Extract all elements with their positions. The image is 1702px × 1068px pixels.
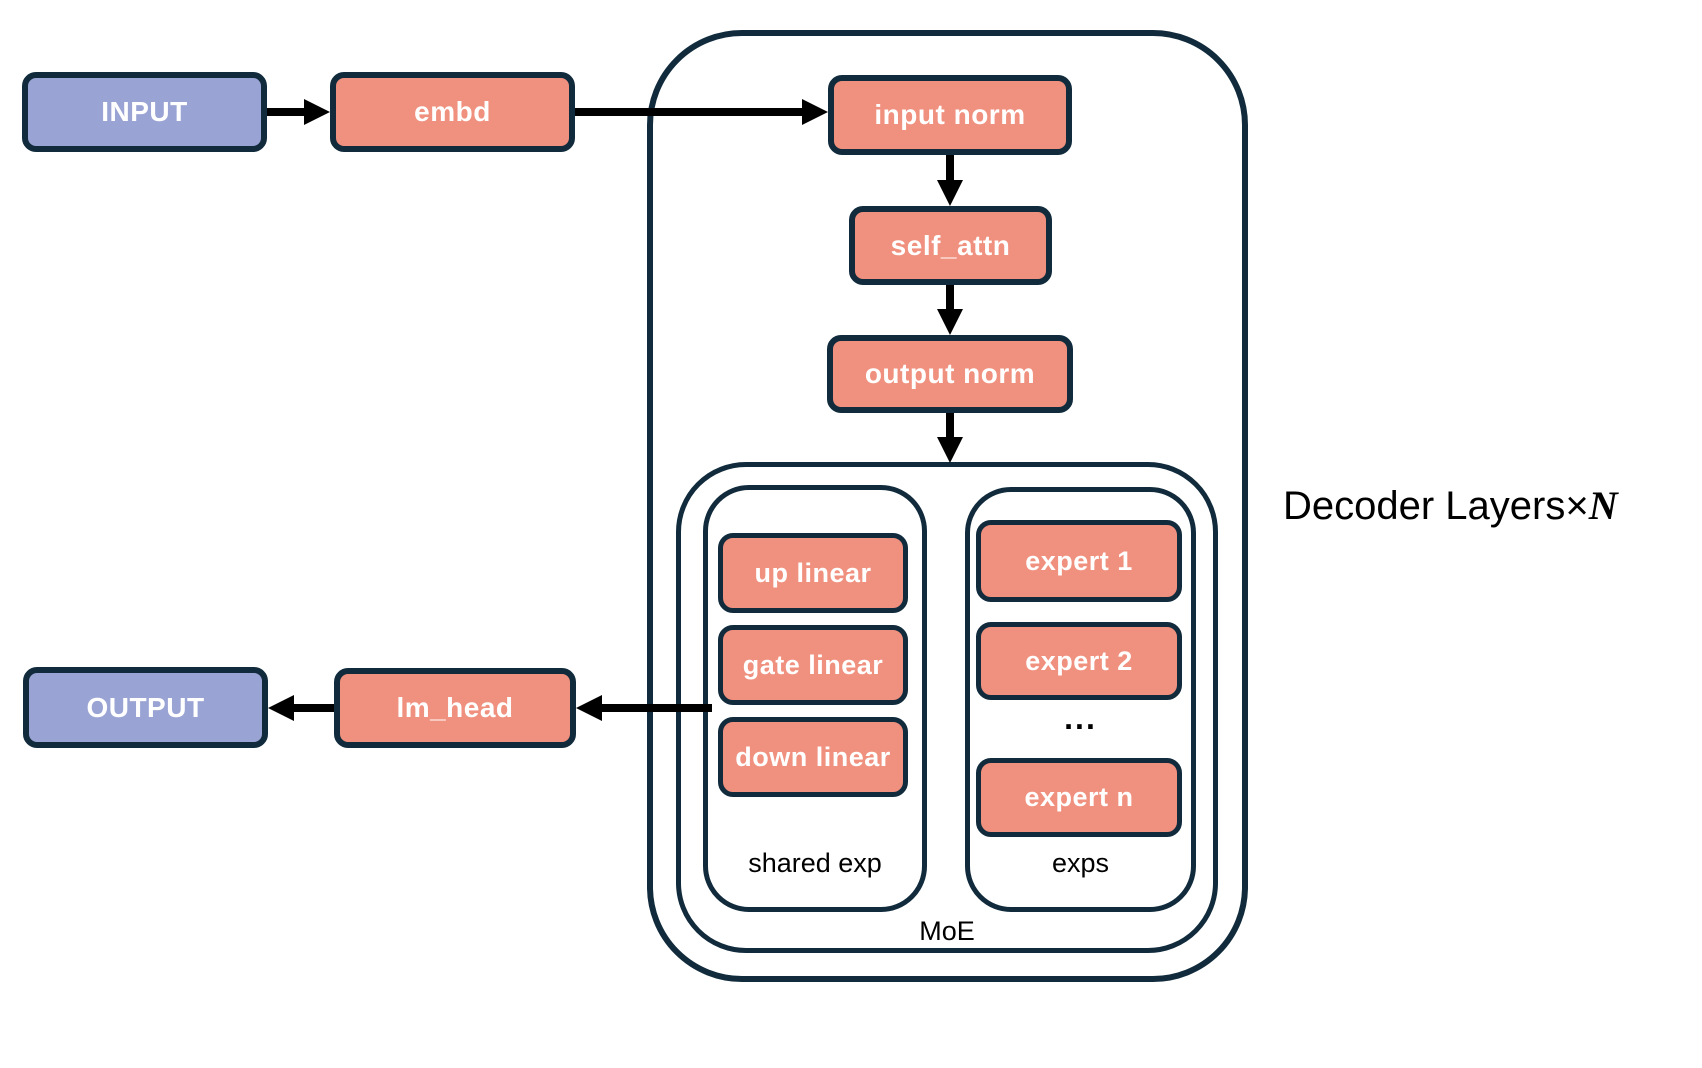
expert-2-node: expert 2: [976, 622, 1182, 700]
embd-node: embd: [330, 72, 575, 152]
shared-exp-label: shared exp: [748, 848, 882, 878]
expert-n-node: expert n: [976, 758, 1182, 837]
expert-n-node-label: expert n: [1024, 782, 1134, 812]
decoder-layers-times: ×: [1565, 484, 1589, 528]
output-norm-node: output norm: [827, 335, 1073, 413]
input-norm-node: input norm: [828, 75, 1072, 155]
expert-1-node: expert 1: [976, 520, 1182, 602]
expert-2-node-label: expert 2: [1025, 645, 1133, 676]
experts-ellipsis: ...: [1064, 700, 1097, 736]
decoder-layers-label-text: Decoder Layers: [1283, 484, 1566, 528]
arrow-lm-head-to-output: [268, 695, 334, 721]
lm-head-node: lm_head: [334, 668, 576, 748]
arrow-input-to-embd: [267, 99, 330, 125]
output-node: OUTPUT: [23, 667, 268, 748]
lm-head-node-label: lm_head: [396, 692, 514, 723]
self-attn-node: self_attn: [849, 206, 1052, 285]
decoder-layers-n: N: [1588, 483, 1618, 528]
up-linear-node: up linear: [718, 533, 908, 613]
down-linear-node: down linear: [718, 717, 908, 797]
embd-node-label: embd: [414, 96, 491, 127]
decoder-layers-label: Decoder Layers×N: [1283, 482, 1618, 529]
input-node-label: INPUT: [101, 96, 188, 127]
down-linear-node-label: down linear: [735, 741, 891, 772]
output-node-label: OUTPUT: [86, 691, 205, 723]
exps-container: [965, 487, 1196, 912]
up-linear-node-label: up linear: [754, 557, 872, 588]
self-attn-node-label: self_attn: [890, 229, 1011, 261]
decoder-layers-container: [647, 30, 1248, 982]
input-norm-node-label: input norm: [874, 99, 1026, 130]
shared-exp-container: [703, 485, 927, 912]
output-norm-node-label: output norm: [864, 358, 1036, 389]
exps-label: exps: [1051, 848, 1110, 878]
gate-linear-node: gate linear: [718, 625, 908, 705]
moe-label: MoE: [919, 916, 975, 946]
input-node: INPUT: [22, 72, 267, 152]
expert-1-node-label: expert 1: [1025, 545, 1133, 576]
gate-linear-node-label: gate linear: [742, 649, 884, 680]
